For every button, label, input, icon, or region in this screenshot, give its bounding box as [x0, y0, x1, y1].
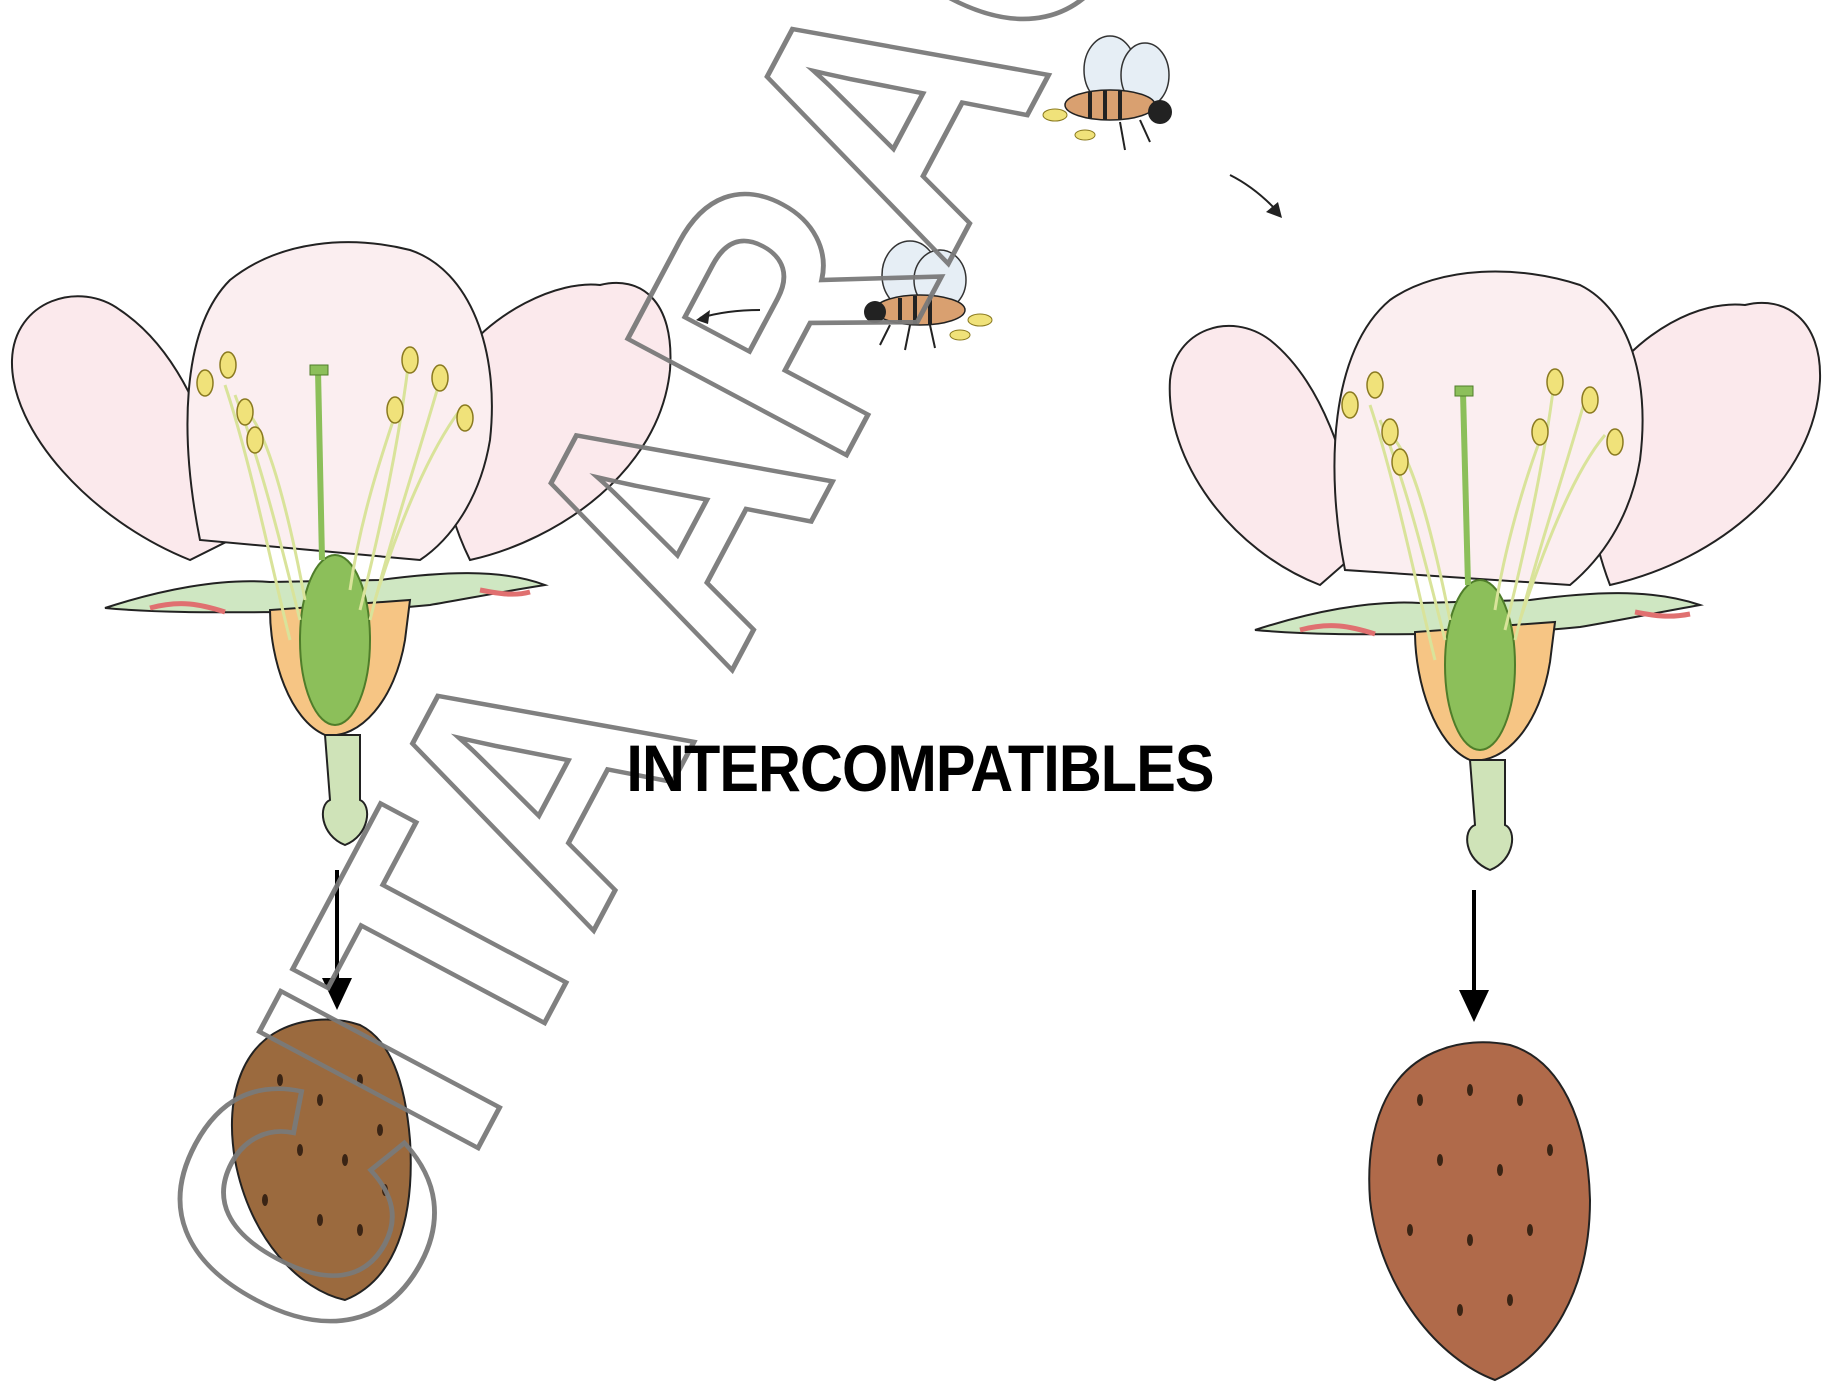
watermark: CITA ARAGON: [72, 0, 1461, 1394]
right-flower: [1170, 271, 1820, 870]
right-flower-petal-left: [1170, 326, 1360, 585]
watermark-text: CITA ARAGON: [72, 0, 1461, 1394]
right-flower-ovary: [1445, 580, 1515, 750]
arrow-down-right-icon: [1230, 175, 1282, 218]
arrow-down-icon: [1459, 890, 1489, 1022]
right-flower-stem: [1467, 760, 1512, 870]
right-almond-shell: [1369, 1042, 1590, 1380]
right-flower-petal-center: [1334, 271, 1642, 585]
